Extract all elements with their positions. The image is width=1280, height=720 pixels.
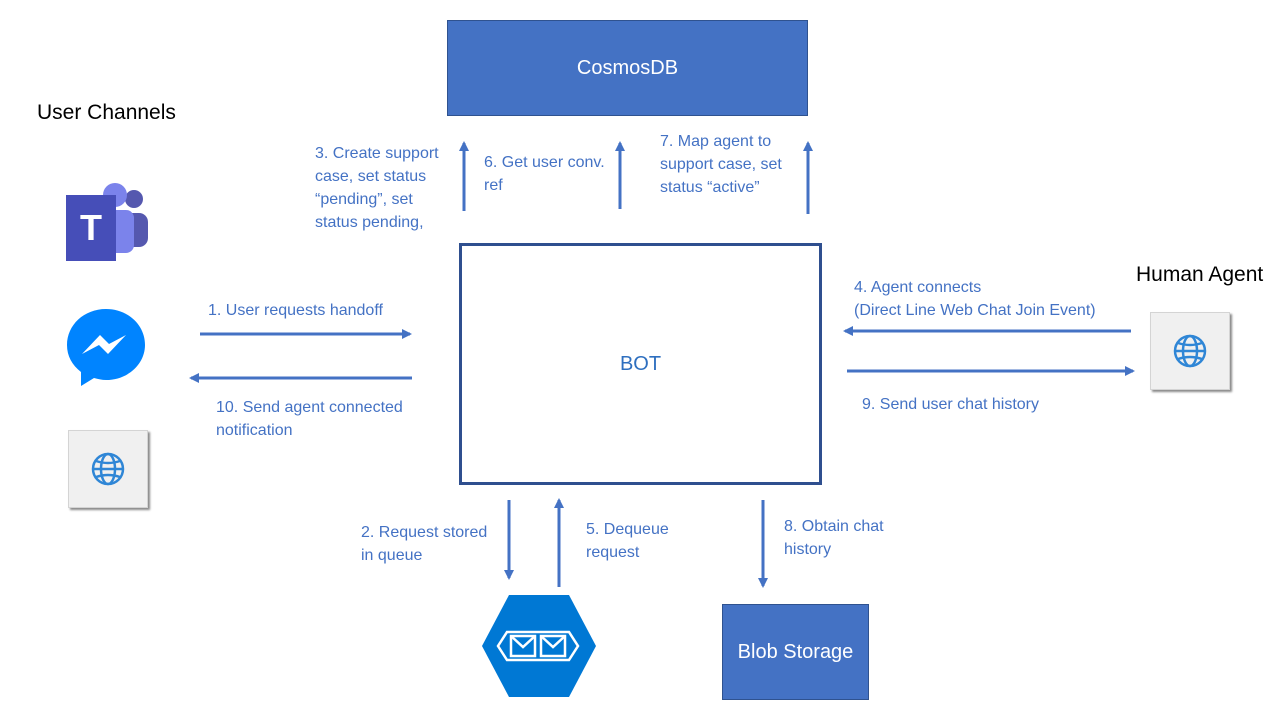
step-4-label: 4. Agent connects (Direct Line Web Chat … <box>854 279 1096 319</box>
blob-storage-box: Blob Storage <box>722 604 869 700</box>
globe-icon <box>91 452 125 486</box>
user-web-chat-tile <box>68 430 148 508</box>
step-3-label: 3. Create support case, set status “pend… <box>315 145 439 231</box>
teams-icon: T <box>66 183 148 261</box>
queue-icon <box>482 595 596 697</box>
agent-web-chat-tile <box>1150 312 1230 390</box>
step-1-label: 1. User requests handoff <box>208 302 383 319</box>
step-6-label: 6. Get user conv. ref <box>484 154 605 194</box>
bot-box: BOT <box>459 243 822 485</box>
globe-icon <box>1173 334 1207 368</box>
cosmosdb-box: CosmosDB <box>447 20 808 116</box>
user-channels-heading: User Channels <box>37 101 176 124</box>
step-5-label: 5. Dequeue request <box>586 521 669 561</box>
cosmosdb-label: CosmosDB <box>576 56 679 79</box>
human-agent-heading: Human Agent <box>1136 263 1264 286</box>
step-9-label: 9. Send user chat history <box>862 396 1039 413</box>
messenger-icon <box>67 309 145 386</box>
step-10-label: 10. Send agent connected notification <box>216 399 403 439</box>
bot-label: BOT <box>619 352 662 375</box>
step-7-label: 7. Map agent to support case, set status… <box>660 133 782 196</box>
step-2-label: 2. Request stored in queue <box>361 524 488 564</box>
teams-letter: T <box>80 207 102 248</box>
blob-storage-label: Blob Storage <box>737 640 854 663</box>
step-8-label: 8. Obtain chat history <box>784 518 884 558</box>
